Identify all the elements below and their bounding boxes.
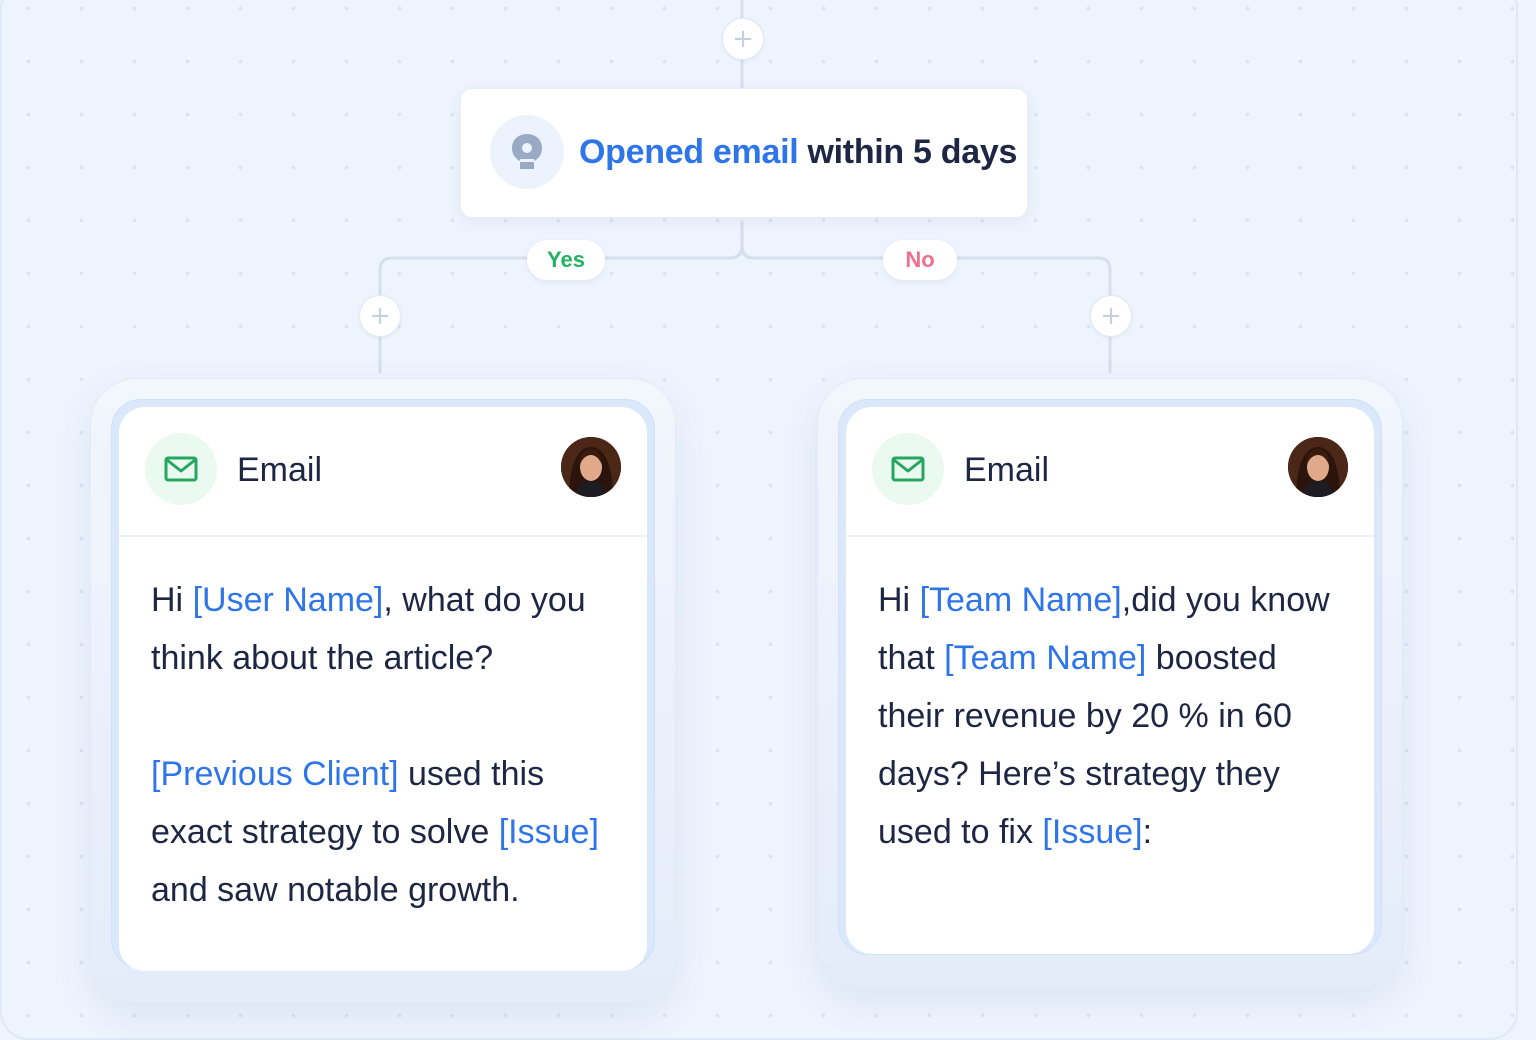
text-segment: Hi [878,581,920,619]
placeholder-tag[interactable]: [Team Name] [919,581,1122,619]
add-step-button-top[interactable]: + [722,18,764,60]
placeholder-tag[interactable]: [Issue] [1042,813,1143,851]
condition-event-link[interactable]: Opened email [579,133,799,171]
email-step-yes[interactable]: Email Hi [User Name], what do you think … [90,378,676,1003]
text-segment: : [1142,813,1153,851]
text-segment: used this exact strategy to solve [151,755,545,851]
message-paragraph: Hi [User Name], what do you think about … [151,571,623,687]
branch-yes-label: Yes [527,240,605,280]
card-title: Email [964,451,1050,489]
email-card[interactable]: Email Hi [User Name], what do you think … [119,407,647,971]
text-segment: , what do you think about the article? [151,581,586,677]
card-title: Email [237,451,323,489]
email-step-no[interactable]: Email Hi [Team Name],did you know that [… [817,378,1403,988]
add-step-button-no[interactable]: + [1090,295,1132,337]
mail-icon [872,433,944,505]
add-step-button-yes[interactable]: + [359,295,401,337]
placeholder-tag[interactable]: [Previous Client] [151,755,399,793]
text-segment: boosted their revenue by 20 % in 60 days… [878,639,1292,851]
email-card[interactable]: Email Hi [Team Name],did you know that [… [846,407,1374,954]
text-segment: ,did you know that [878,581,1330,677]
email-message: Hi [Team Name],did you know that [Team N… [846,537,1374,861]
avatar[interactable] [1288,437,1348,497]
placeholder-tag[interactable]: [User Name] [192,581,384,619]
placeholder-tag[interactable]: [Issue] [498,813,599,851]
text-segment: Hi [151,581,193,619]
email-message: Hi [User Name], what do you think about … [119,537,647,919]
condition-timeframe: within 5 days [798,133,1018,171]
pin-icon [490,115,564,189]
message-paragraph: Hi [Team Name],did you know that [Team N… [878,571,1350,861]
avatar[interactable] [561,437,621,497]
text-segment: and saw notable growth. [151,871,520,909]
card-header: Email [119,407,647,537]
branch-no-label: No [883,240,957,280]
condition-node[interactable]: Opened email within 5 days [460,88,1028,218]
placeholder-tag[interactable]: [Team Name] [944,639,1147,677]
message-paragraph: [Previous Client] used this exact strate… [151,745,623,919]
condition-label: Opened email within 5 days [579,133,1017,172]
mail-icon [145,433,217,505]
card-header: Email [846,407,1374,537]
